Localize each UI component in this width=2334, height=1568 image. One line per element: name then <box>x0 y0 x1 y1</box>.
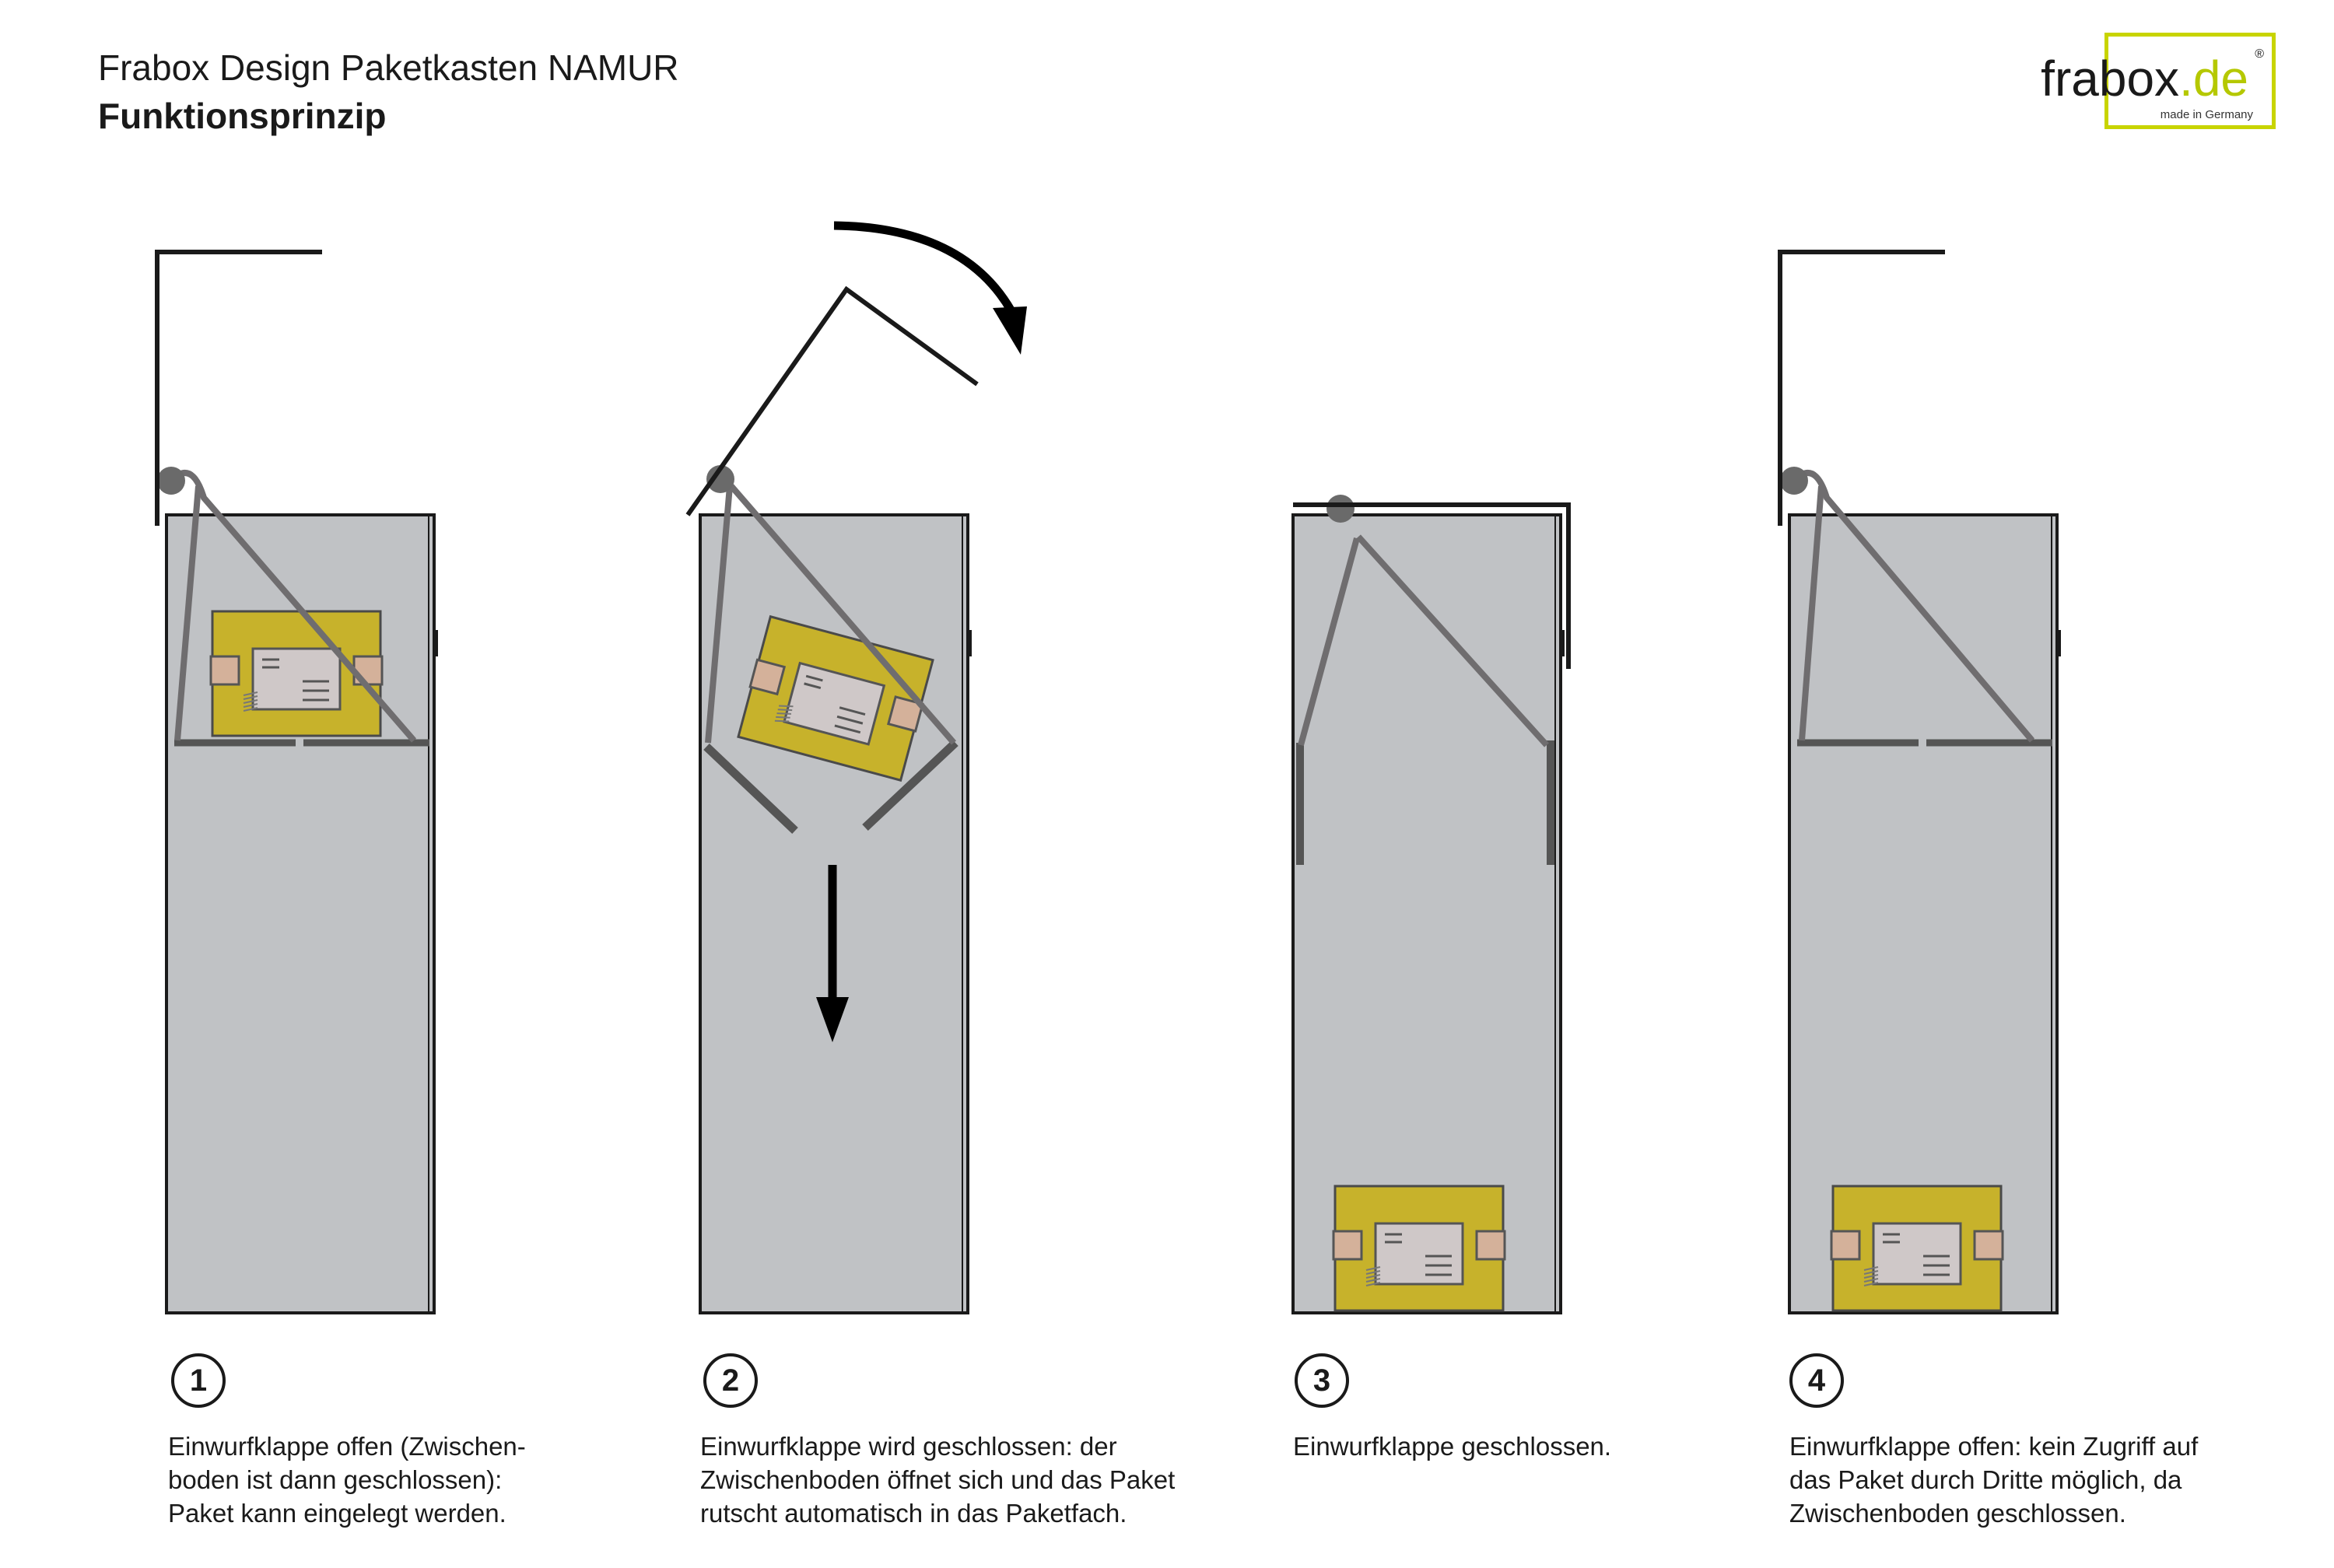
logo-domain: .de <box>2179 51 2248 107</box>
diagram-step-4 <box>1778 250 2061 1314</box>
step-number-1: 1 <box>171 1353 226 1408</box>
linkage-arm-long <box>728 484 957 745</box>
logo-registered-mark: ® <box>2255 47 2264 61</box>
linkage-arm-short <box>705 485 733 744</box>
diagram-step-3 <box>1291 495 1571 1314</box>
step-caption-4: Einwurfklappe offen: kein Zugriff auf da… <box>1789 1432 2199 1528</box>
step-number-3: 3 <box>1295 1353 1349 1408</box>
diagram-step-1 <box>155 250 438 1314</box>
step-number-2: 2 <box>703 1353 758 1408</box>
intermediate-floor-right-open <box>862 739 958 831</box>
close-motion-arrow-icon <box>833 221 1015 313</box>
hinge-icon <box>1326 495 1354 523</box>
linkage-arm-long <box>1356 534 1549 747</box>
box-handle <box>966 630 972 656</box>
intermediate-floor-left-open <box>703 744 798 834</box>
box-body <box>1788 513 2059 1314</box>
hinge-icon <box>157 467 185 495</box>
logo-wordmark: frabox.de <box>2041 51 2248 107</box>
linkage-arm-short <box>1799 485 1824 741</box>
linkage-arm-short <box>174 485 202 741</box>
throw-in-flap-open <box>1778 250 1945 526</box>
parcel <box>1830 1185 2004 1312</box>
frabox-logo: frabox.de ® made in Germany <box>2041 33 2276 129</box>
hinge-icon <box>706 465 734 493</box>
throw-in-flap-closing <box>685 285 979 516</box>
page-subtitle: Funktionsprinzip <box>98 96 387 136</box>
step-caption-2: Einwurfklappe wird geschlossen: der Zwis… <box>700 1432 1176 1528</box>
linkage-arm-short <box>1298 537 1360 747</box>
step-caption-3: Einwurfklappe geschlossen. <box>1293 1432 1612 1461</box>
box-handle <box>2055 630 2061 656</box>
box-handle <box>433 630 438 656</box>
step-caption-1: Einwurfklappe offen (Zwischen- boden ist… <box>168 1432 526 1528</box>
step-number-4: 4 <box>1789 1353 1844 1408</box>
box-handle <box>1559 630 1565 656</box>
diagram-step-2 <box>685 221 1027 1314</box>
parcel <box>1332 1185 1506 1312</box>
throw-in-flap-closed <box>1293 502 1571 669</box>
box-body <box>1291 513 1562 1314</box>
hinge-icon <box>1780 467 1808 495</box>
throw-in-flap-open <box>155 250 322 526</box>
logo-tagline: made in Germany <box>2160 108 2253 121</box>
page-title: Frabox Design Paketkasten NAMUR <box>98 47 679 88</box>
